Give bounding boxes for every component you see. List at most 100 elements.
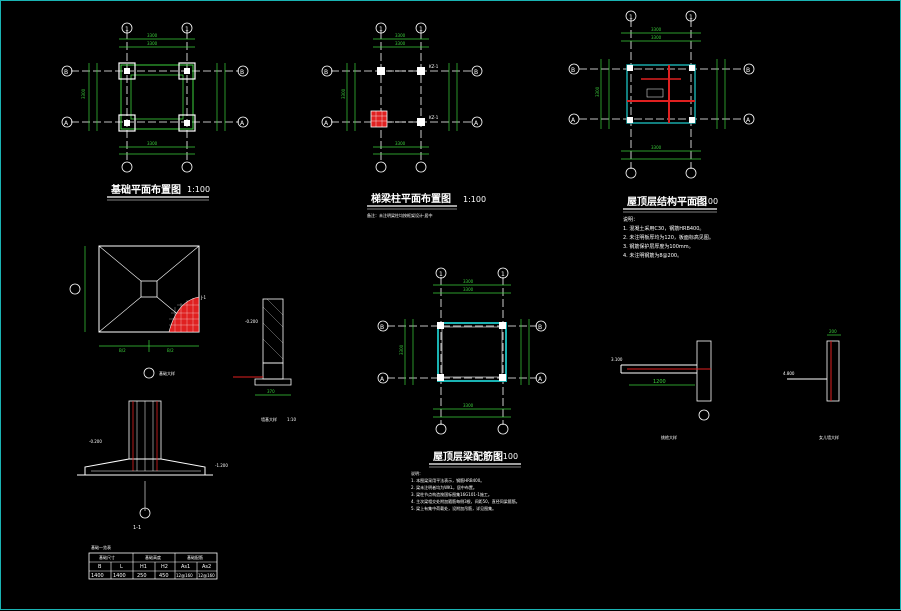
column-plan-title: 梯梁柱平面布置图 — [371, 192, 451, 205]
footing-section: 1-1 -1.200 -0.200 — [77, 400, 228, 531]
parapet-detail: 200 4.800 女儿墙大样 — [783, 329, 841, 440]
roof-struct-dim-bottom: 3300 — [651, 145, 662, 150]
eave-detail-label: 挑檐大样 — [661, 434, 677, 440]
roof-beam-axis-b: B — [380, 324, 384, 331]
column-dim-side: 3300 — [341, 88, 346, 99]
column-axis-1b: 1 — [419, 26, 423, 33]
roof-struct-title: 屋顶层结构平面图 — [627, 195, 707, 208]
column-axis-a-right: A — [474, 120, 479, 127]
footing-table-header-b: B — [98, 564, 102, 570]
eave-detail-elev: 3.100 — [611, 357, 623, 362]
roof-beam-notes: 说明： 1. 本图梁采用平法表示，钢筋HRB400。 2. 梁未注明者均为WKL… — [411, 470, 520, 511]
roof-struct-dim-side: 3300 — [595, 86, 600, 97]
roof-struct-notes: 说明： 1. 混凝土采用C30，钢筋HRB400。 2. 未注明板厚均为120，… — [623, 216, 714, 259]
column-plan: 3300 3300 3300 3300 KZ-1 KZ-1 1 1 B A B … — [321, 22, 486, 218]
roof-beam-note-1: 1. 本图梁采用平法表示，钢筋HRB400。 — [411, 477, 484, 483]
roof-struct-note-3: 3. 钢筋保护层厚度为100mm。 — [623, 243, 694, 250]
footing-table-cell-h2: 450 — [159, 573, 169, 579]
wall-detail-scale: 1:10 — [287, 417, 296, 422]
foundation-dim-top: 3300 — [147, 33, 158, 38]
roof-struct-note-4: 4. 未注明钢筋为8@200。 — [623, 252, 682, 259]
footing-table-group-0: 基础尺寸 — [99, 554, 115, 560]
column-dim-top: 3300 — [395, 33, 406, 38]
column-plan-scale: 1:100 — [463, 195, 486, 204]
footing-mark-j1: J-1 — [200, 295, 206, 300]
footing-table: 基础一览表 基础尺寸 基础高度 基础配筋 B L H1 H2 As1 As2 1… — [88, 544, 218, 580]
column-dim-top-inner: 3300 — [395, 41, 406, 46]
footing-table-header-h1: H1 — [140, 564, 147, 570]
roof-beam-note-5: 5. 梁上有集中荷载处，设附加吊筋，详见图集。 — [411, 505, 496, 511]
footing-table-cell-l: 1400 — [113, 573, 126, 579]
foundation-plan: 3300 3300 3300 3300 1 1 B A B A 基础平面布置图 … — [61, 22, 249, 201]
foundation-axis-1: 1 — [125, 26, 129, 33]
parapet-detail-elev: 4.800 — [783, 371, 795, 376]
footing-table-cell-b: 1400 — [91, 573, 104, 579]
footing-table-header-as1: As1 — [181, 564, 190, 570]
footing-section-elev2: -0.200 — [89, 439, 102, 444]
foundation-plan-title: 基础平面布置图 — [110, 183, 181, 196]
roof-struct-axis-a-right: A — [746, 117, 751, 124]
roof-struct-axis-1: 1 — [629, 14, 633, 21]
wall-detail-dim: 370 — [267, 389, 275, 394]
footing-table-header-h2: H2 — [161, 564, 168, 570]
eave-detail-dim: 1200 — [653, 379, 666, 385]
footing-table-cell-h1: 250 — [137, 573, 147, 579]
roof-beam-note-4: 4. 主次梁相交处附加箍筋每侧3根，间距50，直径同梁箍筋。 — [411, 498, 520, 504]
roof-beam-title: 屋顶层梁配筋图 — [433, 450, 503, 463]
footing-section-elev: -1.200 — [215, 463, 228, 468]
column-axis-a: A — [324, 120, 329, 127]
roof-struct-dim-top: 3300 — [651, 27, 662, 32]
footing-table-header-as2: As2 — [202, 564, 211, 570]
foundation-dim-side: 3300 — [81, 88, 86, 99]
footing-table-cell-as2: 12@160 — [198, 573, 215, 578]
foundation-axis-b: B — [64, 69, 68, 76]
wall-detail-label: 墙基大样 — [261, 416, 277, 422]
parapet-detail-dim: 200 — [829, 329, 837, 334]
foundation-axis-a: A — [64, 120, 69, 127]
roof-beam-axis-1: 1 — [439, 271, 443, 278]
footing-table-title: 基础一览表 — [91, 544, 111, 550]
column-tag-kz1: KZ-1 — [429, 64, 439, 69]
footing-detail: B/2 B/2 基础大样 J-1 — [69, 245, 206, 379]
eave-detail: 1200 3.100 挑檐大样 — [611, 340, 712, 440]
roof-structure-plan: 3300 3300 3300 3300 1 1 B A B A 屋顶层结构平面图… — [568, 10, 755, 259]
foundation-axis-a-right: A — [240, 120, 245, 127]
footing-table-header-l: L — [120, 564, 123, 570]
foundation-dim-top-inner: 3300 — [147, 41, 158, 46]
roof-beam-dim-top-inner: 3300 — [463, 287, 474, 292]
column-axis-b: B — [324, 69, 328, 76]
roof-beam-dim-bottom: 3300 — [463, 403, 474, 408]
roof-beam-plan: 3300 3300 3300 3300 1 1 B A B A 屋顶层梁配筋图 … — [377, 267, 547, 511]
roof-struct-scale: 1:100 — [695, 197, 718, 206]
footing-detail-label: 基础大样 — [159, 370, 175, 376]
roof-struct-axis-a: A — [571, 117, 576, 124]
roof-struct-note-1: 1. 混凝土采用C30，钢筋HRB400。 — [623, 225, 704, 232]
foundation-dim-bottom: 3300 — [147, 141, 158, 146]
roof-beam-note-3: 3. 梁柱节点构造按国标图集16G101-1施工。 — [411, 491, 492, 497]
foundation-axis-b-right: B — [240, 69, 244, 76]
column-axis-b-right: B — [474, 69, 478, 76]
roof-struct-axis-b-right: B — [746, 67, 750, 74]
roof-beam-scale: 1:100 — [495, 452, 518, 461]
roof-beam-note-0: 说明： — [411, 470, 423, 476]
foundation-plan-scale: 1:100 — [187, 185, 210, 194]
roof-beam-dim-top: 3300 — [463, 279, 474, 284]
parapet-detail-label: 女儿墙大样 — [819, 434, 839, 440]
roof-beam-axis-a: A — [380, 376, 385, 383]
roof-beam-axis-b-right: B — [538, 324, 542, 331]
roof-beam-axis-a-right: A — [538, 376, 543, 383]
wall-detail-elev: -0.200 — [245, 319, 258, 324]
roof-struct-axis-1b: 1 — [689, 14, 693, 21]
column-plan-note: 备注：未注明梁柱均按框架设计-居中 — [367, 212, 432, 218]
roof-beam-dim-side: 3300 — [399, 344, 404, 355]
foundation-axis-1b: 1 — [185, 26, 189, 33]
footing-table-group-2: 基础配筋 — [187, 554, 203, 560]
roof-struct-note-2: 2. 未注明板厚均为120，板面标高见图。 — [623, 234, 714, 241]
column-tag-kz2: KZ-1 — [429, 115, 439, 120]
roof-struct-axis-b: B — [571, 67, 575, 74]
footing-dim-b2: B/2 — [167, 348, 174, 353]
roof-struct-note-0: 说明： — [623, 216, 638, 223]
roof-struct-dim-top-inner: 3300 — [651, 35, 662, 40]
